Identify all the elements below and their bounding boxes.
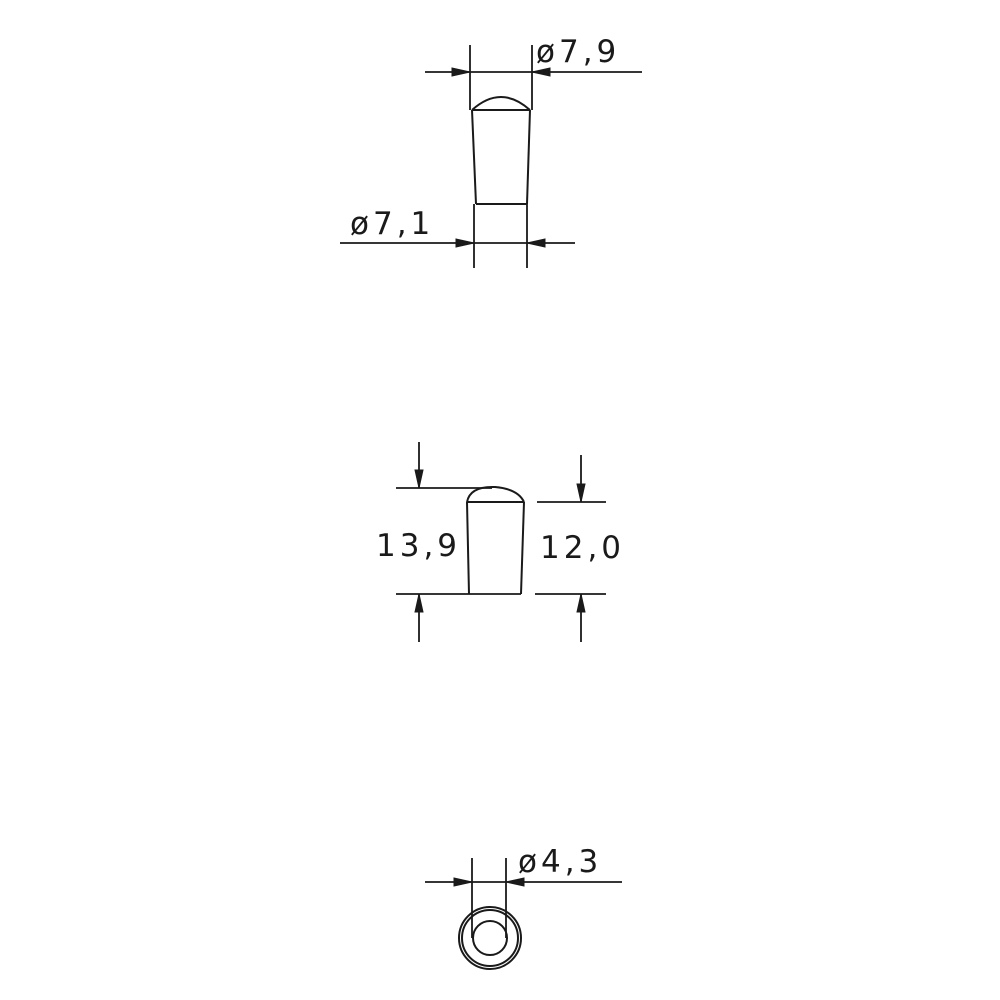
dome-cap [471,96,531,111]
body-side-left [471,109,477,205]
arrow-right-icon [453,877,473,887]
arrow-left-icon [505,877,525,887]
dimension-label-hole-diameter: ø4,3 [518,844,602,880]
arrow-up-icon [576,593,586,613]
inner-hole [472,920,508,956]
body-side-right [526,109,531,205]
dimension-label-top-diameter: ø7,9 [536,34,620,70]
dimension-label-total-height: 13,9 [376,528,461,564]
arrow-left-icon [531,67,551,77]
top-view: ø7,9 ø7,1 [340,34,642,268]
body-side-left [466,501,470,595]
arrow-left-icon [526,238,546,248]
outer-ring-inner [461,909,519,967]
arrow-right-icon [451,67,471,77]
dimension-label-bottom-diameter: ø7,1 [350,206,434,242]
dome-cap-side [466,485,525,503]
outer-ring-outer [458,906,522,970]
body-side-right [520,501,525,595]
side-view: 13,9 12,0 [376,442,625,642]
arrow-up-icon [414,593,424,613]
dimension-label-body-height: 12,0 [540,530,625,566]
arrow-down-icon [414,469,424,489]
bottom-view: ø4,3 [425,844,622,970]
arrow-right-icon [455,238,475,248]
arrow-down-icon [576,483,586,503]
